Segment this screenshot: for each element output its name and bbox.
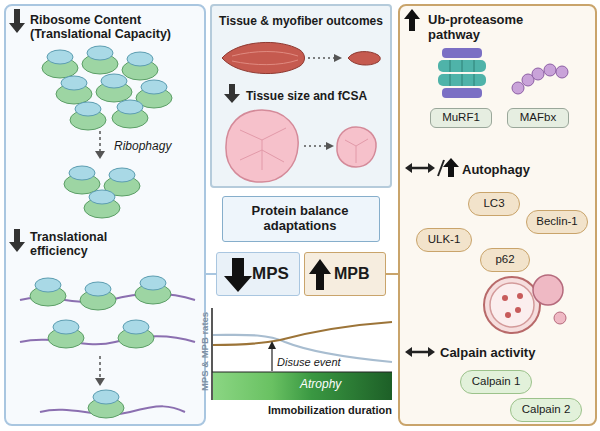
box-text: Protein balance adaptations [227,204,373,234]
protein-pill: ULK-1 [416,228,472,252]
box-text: Autophagy [462,163,582,178]
box-text: Calpain 2 [522,403,571,416]
box-text: Ribosome Content (Translational Capacity… [30,13,206,42]
box-text: MAFbx [520,111,556,124]
axis-label: Immobilization duration [242,404,392,417]
chart-axis [212,372,392,373]
panel: Tissue & myofiber outcomesTissue size an… [210,4,392,188]
event-arrow [271,347,272,371]
box-text: Tissue & myofiber outcomes [212,15,390,29]
box-text: Ub-proteasome pathway [428,13,548,43]
axis-label: MPS & MPB rates [200,305,211,397]
event-label: Disuse event [277,356,377,369]
protein-pill: LC3 [468,192,520,216]
box-text: ULK-1 [428,233,461,246]
box-text: Ribophagy [114,140,194,154]
protein-pill: Calpain 2 [510,398,582,422]
protein-label: MuRF1 [430,108,492,128]
connector-line [206,273,216,275]
protein-pill: Calpain 1 [460,370,532,394]
box-text: Translational efficiency [30,230,150,259]
process-box: MPB [304,252,386,296]
chart-axis [211,308,213,400]
panel: Ribosome Content (Translational Capacity… [4,4,206,426]
box-text: Beclin-1 [536,215,578,228]
connector-line [386,273,398,275]
box-text: Calpain activity [440,346,590,361]
phase-label: Atrophy [300,378,380,392]
rate-line [213,322,392,345]
box-text: MPS [252,264,298,284]
protein-pill: Beclin-1 [526,210,588,234]
protein-pill: p62 [480,248,530,272]
event-arrow [268,341,276,371]
box-text: LC3 [483,197,504,210]
process-box: Protein balance adaptations [222,196,380,242]
box-text: MPB [334,265,384,283]
box-text: p62 [495,253,514,266]
chart-axis [213,372,392,400]
box-text: MuRF1 [442,111,480,124]
panel: Ub-proteasome pathwayAutophagyCalpain ac… [398,4,597,426]
box-text: Calpain 1 [472,375,521,388]
chart-axis [212,308,392,400]
box-text: Tissue size and fCSA [246,90,386,104]
process-box: MPS [216,252,300,296]
protein-label: MAFbx [507,108,569,128]
event-arrow [268,341,276,349]
